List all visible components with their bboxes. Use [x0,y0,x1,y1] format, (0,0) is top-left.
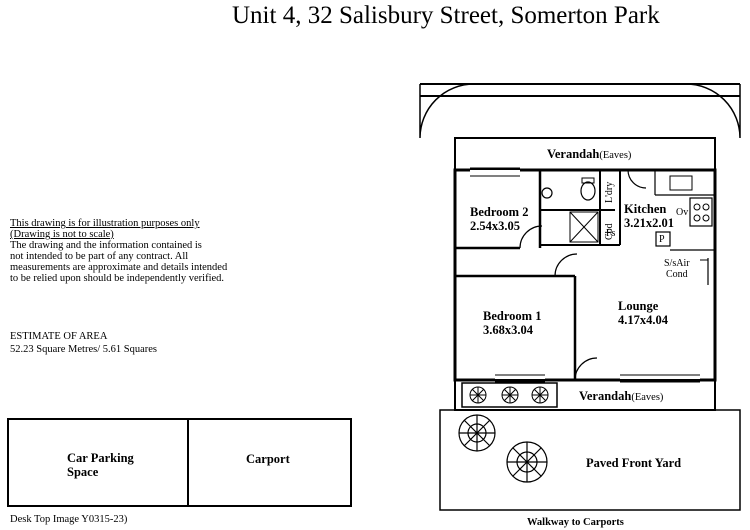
top-right-door-swing [685,83,741,139]
aircon-label-line2: Cond [666,269,688,280]
car-parking-label: Car Parking [67,451,134,465]
disclaimer-line-3: The drawing and the information containe… [10,240,202,251]
estimate-value: 52.23 Square Metres/ 5.61 Squares [10,344,157,355]
verandah-bottom-label: Verandah(Eaves) [579,389,664,403]
disclaimer-line-6: to be relied upon should be independentl… [10,273,225,284]
disclaimer-line-5: measurements are approximate and details… [10,262,228,273]
bedroom2-size: 2.54x3.05 [470,219,520,233]
front-yard-label: Paved Front Yard [586,456,682,470]
carport-label: Carport [246,452,290,466]
disclaimer-line-2: (Drawing is not to scale) [10,229,114,240]
aircon-label-line1: S/sAir [664,258,690,269]
lounge-label: Lounge [618,299,659,313]
walkway-label: Walkway to Carports [527,517,624,528]
image-reference: Desk Top Image Y0315-23) [10,514,128,525]
bedroom1-label: Bedroom 1 [483,309,542,323]
disclaimer-line-4: not intended to be part of any contract.… [10,251,189,262]
kitchen-size: 3.21x2.01 [624,216,674,230]
top-left-door-swing [419,83,475,139]
car-parking-space-label: Space [67,465,99,479]
oven-label: Ov [676,207,689,218]
fridge-space-label: Fs [606,228,616,239]
disclaimer-line-1: This drawing is for illustration purpose… [10,218,200,229]
eaves-top-label: (Eaves) [599,150,632,161]
bedroom2-label: Bedroom 2 [470,205,529,219]
verandah-top-label: Verandah(Eaves) [547,147,632,161]
eaves-bottom-label: (Eaves) [631,392,664,403]
kitchen-label: Kitchen [624,202,667,216]
laundry-label: L'dry [604,181,615,203]
page-title: Unit 4, 32 Salisbury Street, Somerton Pa… [232,2,660,29]
front-yard-outline [439,409,741,511]
carport-box [187,418,352,507]
bedroom1-size: 3.68x3.04 [483,323,533,337]
pantry-label: P [659,234,665,245]
lounge-size: 4.17x4.04 [618,313,668,327]
estimate-heading: ESTIMATE OF AREA [10,331,108,342]
